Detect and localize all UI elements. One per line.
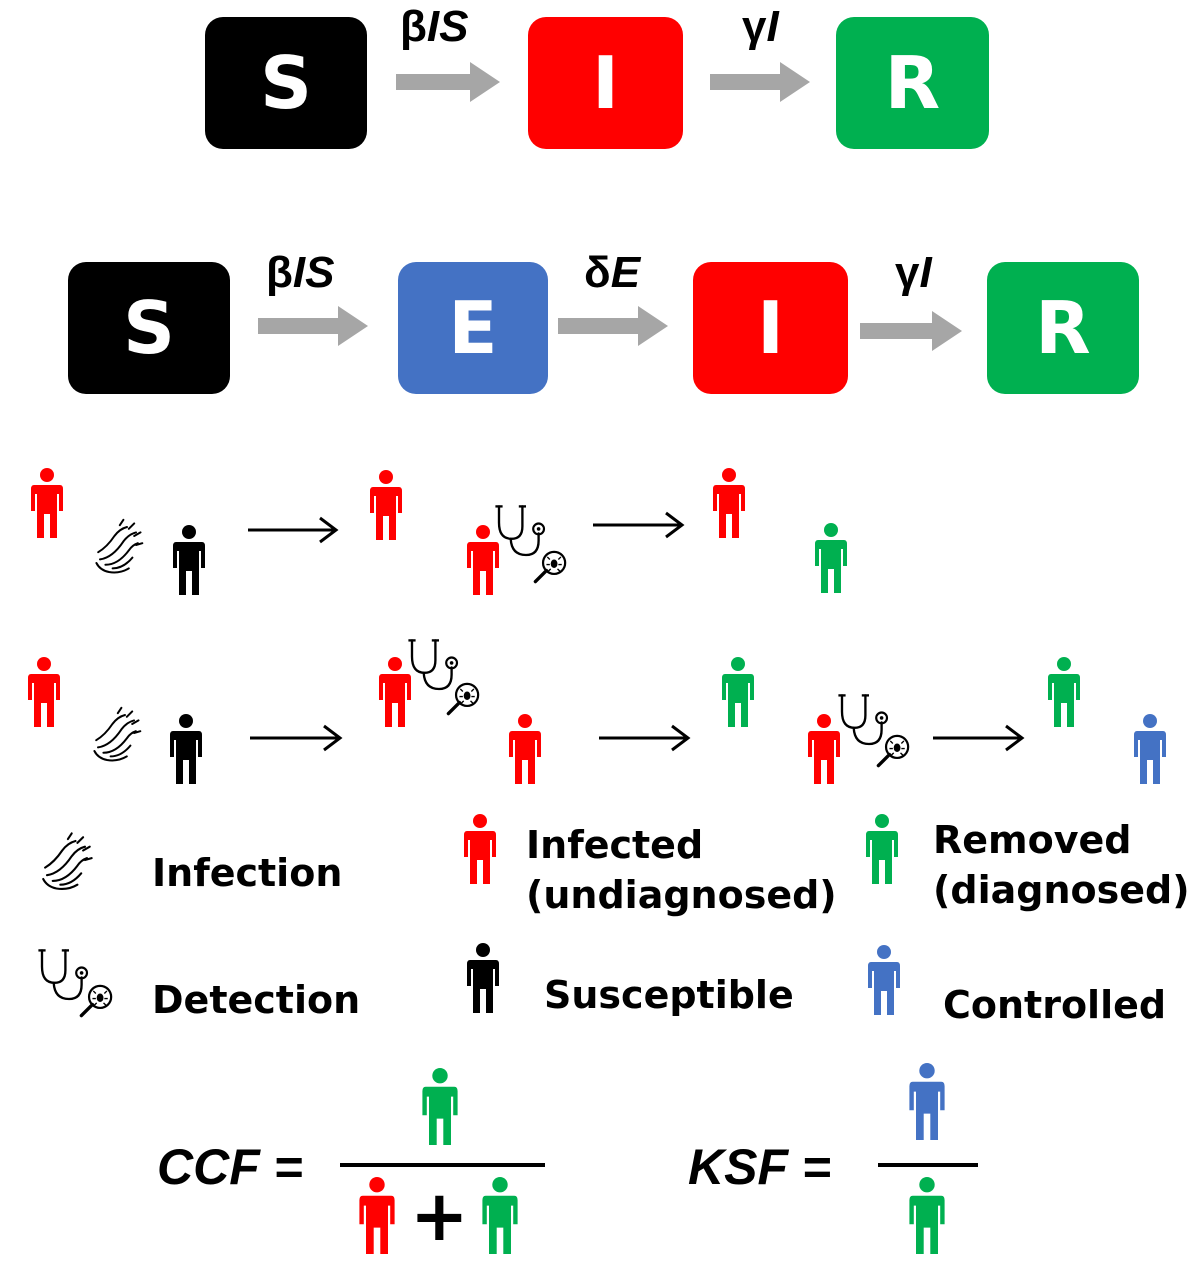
seir-rate-recovery-greek: γ: [895, 248, 920, 297]
seir-rate-recovery: γI: [895, 248, 932, 298]
legend-controlled-icon: [868, 945, 900, 1015]
row1-arrow-1: [248, 516, 339, 544]
legend-removed-icon: [866, 814, 898, 884]
legend-removed-line2: (diagnosed): [933, 868, 1190, 913]
row2-stethoscope-icon: [408, 639, 459, 691]
seir-arrow-e-to-i: [558, 306, 668, 346]
legend-removed-label: Removed (diagnosed): [933, 815, 1190, 915]
sir-rate-infection: βIS: [400, 2, 468, 52]
ccf-denominator-infected-icon: [359, 1177, 395, 1254]
ksf-formula-label: KSF =: [688, 1139, 832, 1195]
legend-infection-label: Infection: [152, 851, 343, 895]
row2-arrow-2: [599, 724, 691, 752]
row2-removed-person-2: [1048, 657, 1080, 727]
legend-removed-line1: Removed: [933, 818, 1132, 862]
sir-box-i-label: I: [592, 41, 619, 125]
row2-controlled-person: [1134, 714, 1166, 784]
row1-detected-person: [467, 525, 499, 595]
seir-arrow-s-to-e: [258, 306, 368, 346]
seir-box-s: S: [68, 262, 230, 394]
seir-rate-infection-expr: IS: [292, 248, 335, 297]
legend-infected-line2: (undiagnosed): [526, 873, 837, 918]
legend-detection-label: Detection: [152, 978, 361, 1022]
row1-arrow-2: [593, 511, 685, 539]
ccf-numerator-removed-icon: [422, 1068, 458, 1145]
row1-susceptible-person: [173, 525, 205, 595]
row1-infected-person: [31, 468, 63, 538]
seir-rate-recovery-expr: I: [919, 248, 932, 297]
ksf-denominator-removed-icon: [909, 1177, 945, 1254]
row1-infected-person-2: [370, 470, 402, 540]
sir-box-r: R: [836, 17, 989, 149]
sir-box-i: I: [528, 17, 683, 149]
row2-detected-person-2: [808, 714, 840, 784]
row2-arrow-3: [933, 724, 1025, 752]
sir-box-s-label: S: [260, 41, 312, 125]
seir-arrow-i-to-r: [860, 311, 962, 351]
legend-infected-icon: [464, 814, 496, 884]
ccf-plus-sign: +: [410, 1175, 469, 1257]
sir-rate-infection-greek: β: [400, 2, 427, 51]
seir-box-i-label: I: [757, 286, 784, 370]
legend-stethoscope-icon: [38, 949, 89, 1001]
row1-magnifier-bug-icon: [533, 550, 567, 584]
row2-stethoscope-icon-2: [838, 694, 889, 746]
ksf-numerator-controlled-icon: [909, 1063, 945, 1140]
row2-magnifier-bug-icon-2: [876, 734, 910, 768]
row2-detected-person: [379, 657, 411, 727]
sir-rate-recovery: γI: [742, 2, 779, 52]
row1-removed-person: [815, 523, 847, 593]
legend-infected-line1: Infected: [526, 823, 704, 867]
legend-susceptible-icon: [467, 943, 499, 1013]
ccf-formula-label: CCF =: [157, 1139, 303, 1195]
legend-susceptible-label: Susceptible: [544, 973, 794, 1017]
ccf-denominator-removed-icon: [482, 1177, 518, 1254]
seir-box-r-label: R: [1035, 286, 1091, 370]
row1-infected-person-3: [713, 468, 745, 538]
seir-rate-infection: βIS: [266, 248, 334, 298]
seir-box-r: R: [987, 262, 1139, 394]
legend-infection-hands-icon: [42, 832, 93, 891]
row2-magnifier-bug-icon: [446, 682, 480, 716]
row2-infection-hands-icon: [93, 706, 142, 762]
row2-removed-person: [722, 657, 754, 727]
seir-rate-incubation: δE: [584, 248, 640, 298]
seir-rate-incubation-expr: E: [610, 248, 641, 297]
sir-box-s: S: [205, 17, 367, 149]
row1-infection-hands-icon: [95, 518, 144, 574]
legend-infected-label: Infected (undiagnosed): [526, 820, 837, 920]
seir-rate-infection-greek: β: [266, 248, 293, 297]
row2-infected-person: [28, 657, 60, 727]
seir-box-e-label: E: [448, 286, 498, 370]
row2-susceptible-person: [170, 714, 202, 784]
sir-box-r-label: R: [884, 41, 941, 125]
sir-rate-recovery-greek: γ: [742, 2, 767, 51]
row1-stethoscope-icon: [495, 505, 546, 557]
seir-box-s-label: S: [123, 286, 175, 370]
sir-arrow-i-to-r: [710, 62, 810, 102]
seir-box-e: E: [398, 262, 548, 394]
row2-infected-person-2: [509, 714, 541, 784]
sir-rate-infection-expr: IS: [426, 2, 469, 51]
legend-controlled-label: Controlled: [943, 983, 1167, 1027]
seir-rate-incubation-greek: δ: [584, 248, 611, 297]
sir-rate-recovery-expr: I: [766, 2, 779, 51]
legend-magnifier-bug-icon: [79, 984, 113, 1018]
seir-box-i: I: [693, 262, 848, 394]
row2-arrow-1: [250, 724, 343, 752]
sir-arrow-s-to-i: [396, 62, 500, 102]
